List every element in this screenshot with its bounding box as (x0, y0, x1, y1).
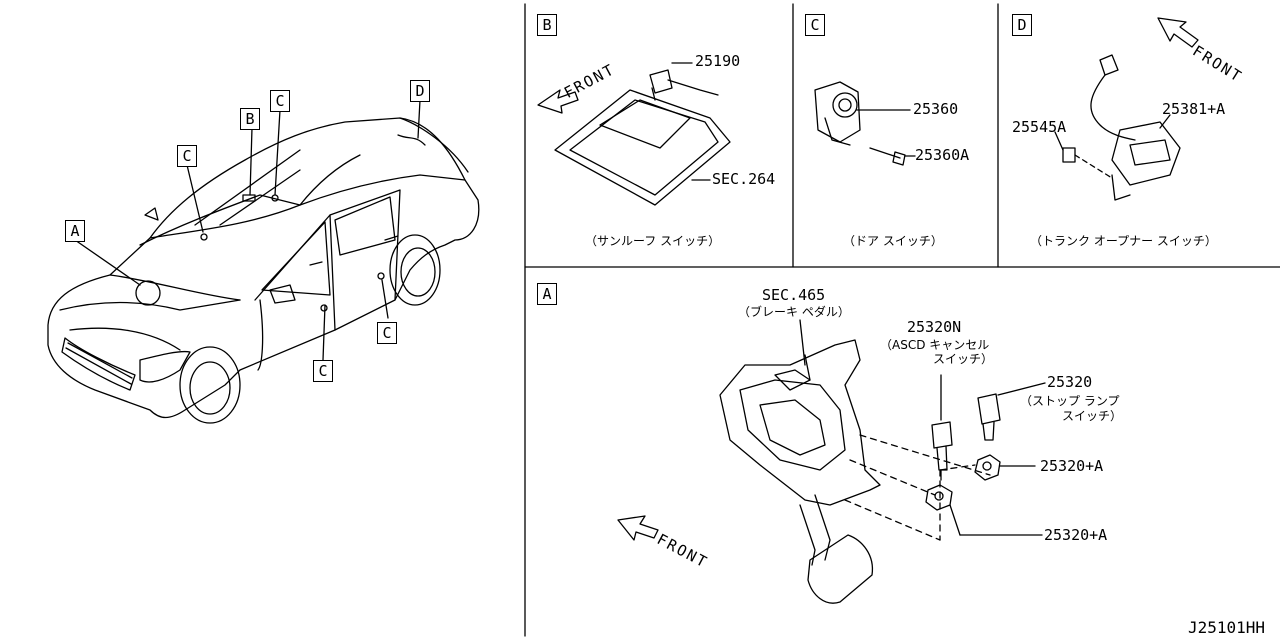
sunroof-switch-drawing (537, 62, 731, 206)
part-25190: 25190 (695, 52, 741, 70)
part-25360a: 25360A (915, 146, 970, 164)
part-25320-desc-1: （ストップ ランプ (1020, 394, 1120, 408)
car-callout-c: C (177, 145, 197, 167)
part-25360: 25360 (913, 100, 959, 118)
panel-d-caption: （トランク オープナー スイッチ） (1030, 234, 1217, 248)
part-25381a: 25381+A (1162, 100, 1226, 118)
part-sec-465-desc: （ブレーキ ペダル） (738, 305, 850, 319)
trunk-switch-drawing (1054, 17, 1199, 201)
part-25320-desc-2: スイッチ） (1062, 409, 1123, 423)
panel-d-letter: D (1012, 14, 1032, 36)
door-switch-drawing (814, 81, 916, 166)
car-callout-b: B (240, 108, 260, 130)
part-25320: 25320 (1047, 373, 1093, 391)
car-callout-c: C (270, 90, 290, 112)
part-25320a: 25320+A (1040, 457, 1104, 475)
panel-c-caption: （ドア スイッチ） (843, 234, 943, 248)
panel-c-letter: C (805, 14, 825, 36)
panel-b-caption: （サンルーフ スイッチ） (585, 234, 721, 248)
part-25320a: 25320+A (1044, 526, 1108, 544)
car-callout-c: C (377, 322, 397, 344)
car-callout-a: A (65, 220, 85, 242)
part-25545a: 25545A (1012, 118, 1067, 136)
part-sec-465: SEC.465 (762, 286, 826, 304)
car-callout-c: C (313, 360, 333, 382)
part-sec-264: SEC.264 (712, 170, 776, 188)
panel-b-letter: B (537, 14, 557, 36)
part-25320n-desc-2: スイッチ） (933, 352, 994, 366)
part-25320n-desc-1: （ASCD キャンセル (880, 338, 990, 352)
car-illustration (47, 99, 480, 424)
part-25320n: 25320N (907, 318, 962, 336)
brake-pedal-drawing (617, 319, 1046, 604)
panel-a-letter: A (537, 283, 557, 305)
car-callout-d: D (410, 80, 430, 102)
diagram-code: J25101HH (1188, 618, 1266, 637)
panel-dividers (524, 3, 1280, 637)
